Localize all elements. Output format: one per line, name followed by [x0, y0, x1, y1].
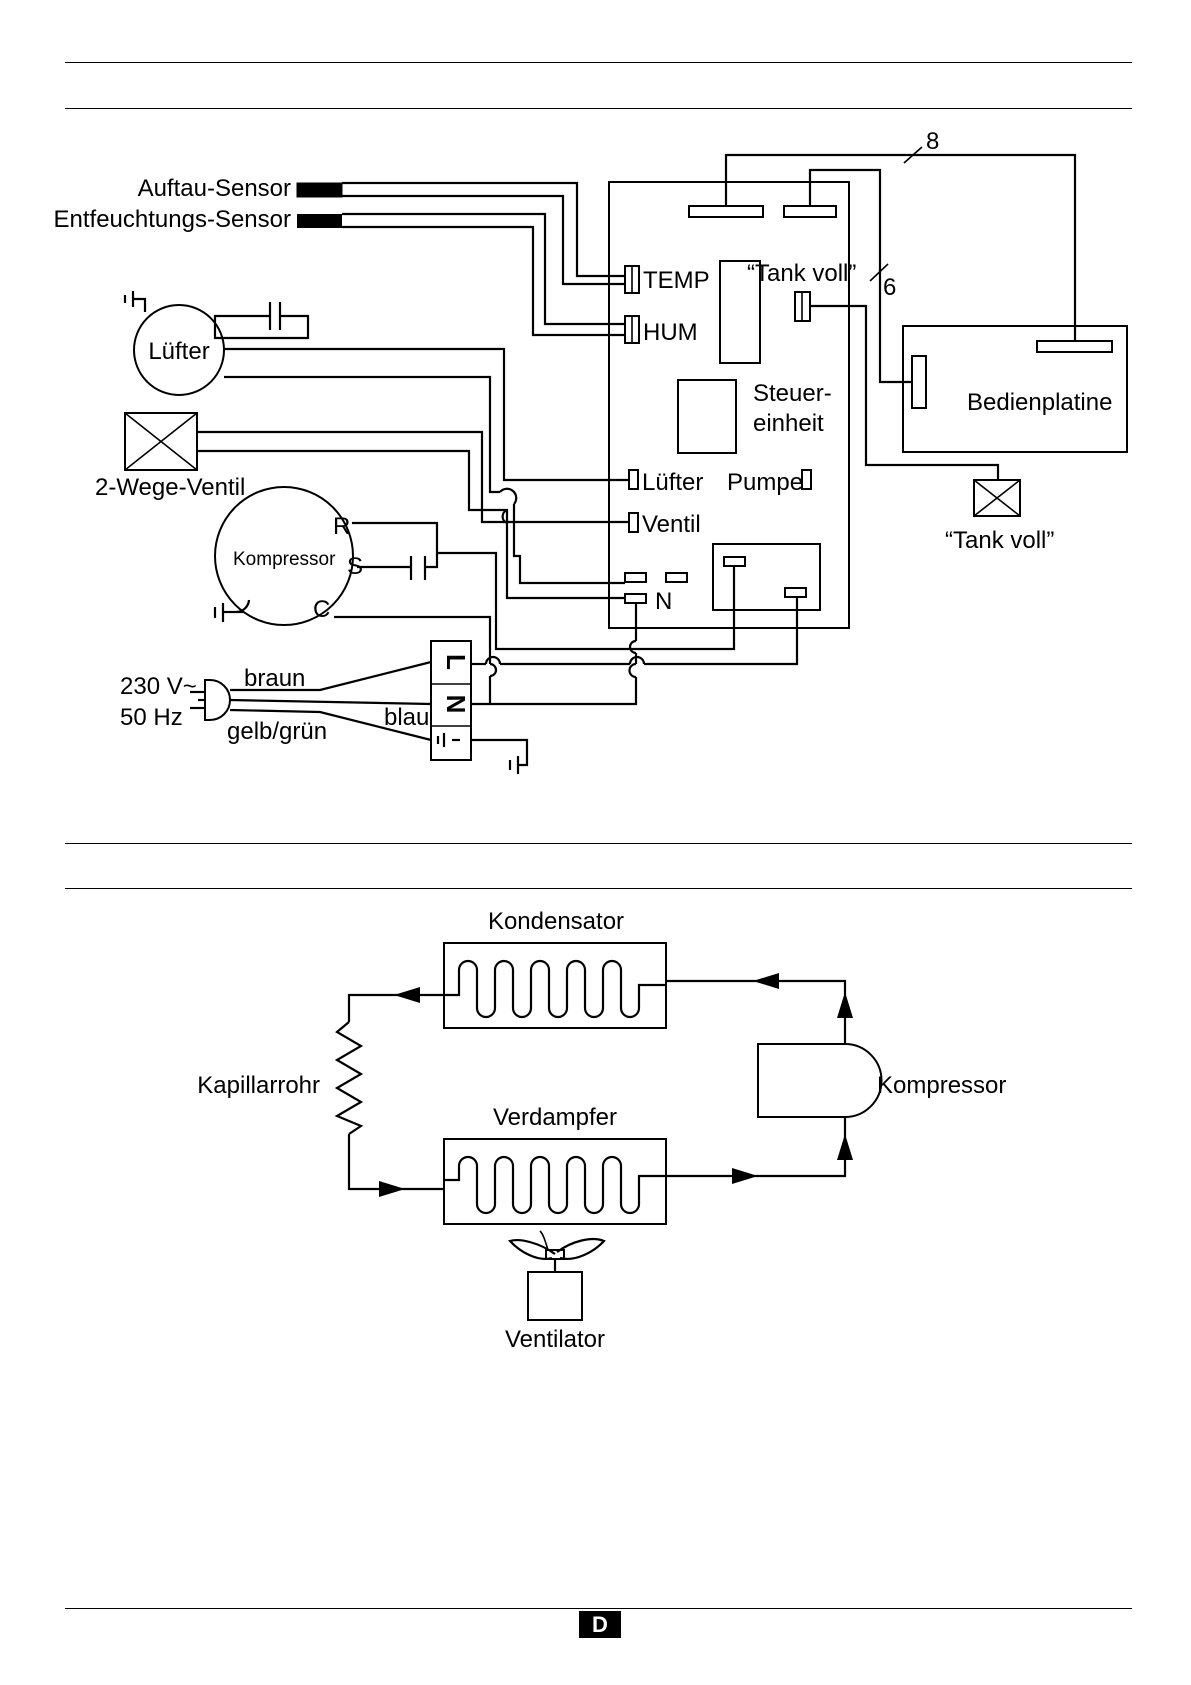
compressor-refrig-label: Kompressor [877, 1072, 1006, 1099]
board-connector-8 [689, 206, 763, 217]
relay-contact-2 [785, 588, 806, 597]
ventilator-motor [528, 1272, 582, 1320]
tank-full-switch-label: “Tank voll” [945, 527, 1054, 554]
compressor-r-label: R [333, 513, 350, 540]
pump-pin-label: Pumpe [727, 469, 803, 496]
control-unit-label-1: Steuer- [753, 380, 832, 407]
terminal-n-label: N [441, 695, 471, 714]
flow-arrow-3 [837, 992, 853, 1018]
fan-label: Lüfter [148, 338, 209, 365]
brown-wire-label: braun [244, 665, 305, 692]
dehum-sensor-label: Entfeuchtungs-Sensor [54, 206, 291, 233]
fan-pin-label: Lüfter [642, 469, 703, 496]
compressor-label: Kompressor [233, 549, 336, 570]
board-pin-2 [666, 573, 687, 582]
board-pin-1 [625, 573, 646, 582]
flow-arrow-5 [732, 1168, 758, 1184]
blue-wire-label: blau [384, 704, 429, 731]
flow-arrow-1 [394, 987, 420, 1003]
tank-full-pin-label: “Tank voll” [747, 260, 856, 287]
panel-connector-8 [1037, 341, 1112, 352]
temp-pin-label: TEMP [643, 267, 710, 294]
relay-box [713, 544, 820, 610]
flow-arrow-2 [753, 973, 779, 989]
board-connector-6 [784, 206, 836, 217]
ventilator-label: Ventilator [505, 1326, 605, 1353]
capillary-label: Kapillarrohr [197, 1072, 320, 1099]
language-badge: D [579, 1611, 621, 1638]
panel-connector-6 [912, 356, 926, 408]
valve-connector [629, 513, 638, 532]
refrigerant-diagram: Kondensator Kapillarrohr Kompressor Verd… [197, 908, 1006, 1353]
n-pin-label: N [655, 588, 672, 615]
operator-panel-label: Bedienplatine [967, 389, 1112, 416]
n-connector [625, 594, 646, 603]
evaporator-label: Verdampfer [493, 1104, 617, 1131]
valve-pin-label: Ventil [642, 511, 701, 538]
dehum-sensor [297, 214, 342, 228]
relay-contact-1 [724, 557, 745, 566]
flow-arrow-6 [837, 1134, 853, 1160]
bus-6-label: 6 [883, 274, 896, 301]
frequency-label: 50 Hz [120, 704, 183, 731]
voltage-label: 230 V~ [120, 673, 197, 700]
valve-label: 2-Wege-Ventil [95, 474, 245, 501]
defrost-sensor-label: Auftau-Sensor [138, 175, 291, 202]
defrost-sensor [297, 183, 342, 197]
hum-pin-label: HUM [643, 319, 698, 346]
power-plug [205, 680, 230, 720]
wiring-diagram: Auftau-Sensor Entfeuchtungs-Sensor Lüfte… [54, 128, 1127, 774]
compressor [758, 1044, 882, 1117]
yellow-green-wire-label: gelb/grün [227, 718, 327, 745]
condenser-label: Kondensator [488, 908, 624, 935]
compressor-c-label: C [313, 596, 330, 623]
pump-connector [802, 470, 811, 489]
capillary-tube [337, 1022, 361, 1134]
control-chip [678, 380, 736, 453]
control-unit-label-2: einheit [753, 410, 824, 437]
compressor-s-label: S [347, 553, 363, 580]
terminal-l-label: L [441, 654, 471, 670]
fan-connector [629, 470, 638, 489]
bus-8-label: 8 [926, 128, 939, 155]
flow-arrow-4 [379, 1181, 405, 1197]
